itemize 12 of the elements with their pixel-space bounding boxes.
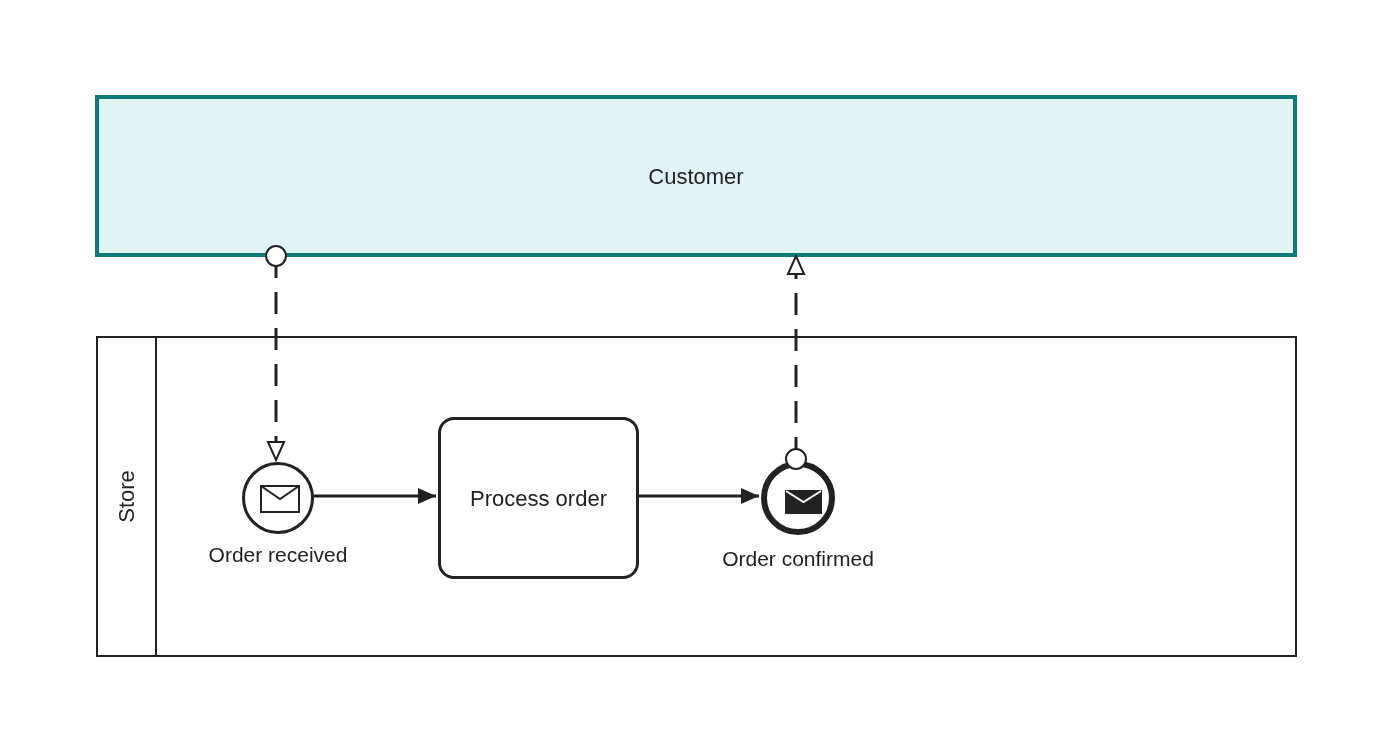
event-label: Order confirmed <box>722 546 874 572</box>
pool-box <box>96 336 1297 657</box>
sequence-flow-arrow <box>637 488 759 504</box>
sequence-flow-arrow <box>312 488 436 504</box>
message-flow-arrow <box>265 245 287 461</box>
pool-label: Store <box>113 470 140 523</box>
pool-label: Customer <box>647 162 745 191</box>
event-label: Order received <box>208 542 348 568</box>
pool-box <box>95 95 1297 257</box>
task-box <box>438 417 639 579</box>
task-label: Process order <box>469 484 608 513</box>
message-flow-arrow <box>785 255 807 470</box>
